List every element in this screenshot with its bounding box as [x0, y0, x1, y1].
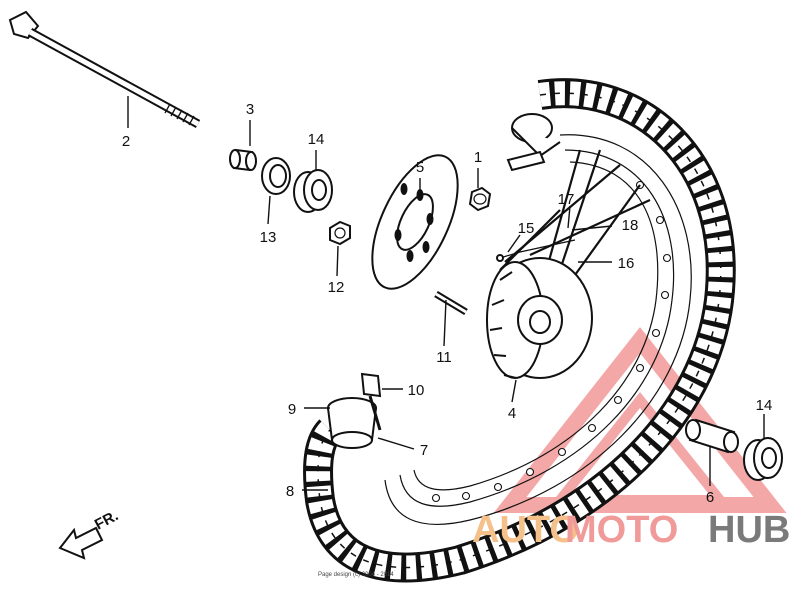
leader-lines	[127, 96, 765, 491]
callout-12: 12	[328, 279, 345, 296]
part-13-dust-seal	[261, 157, 291, 195]
part-1-nut	[468, 186, 492, 212]
part-5-brake-disc	[371, 154, 459, 290]
front-direction-arrow: FR.	[58, 507, 121, 560]
callout-labels: 1 2 3 4 5 6 7 8 9 10 11 12 13 14 14 15 1…	[122, 101, 773, 506]
part-12-nut	[329, 220, 351, 246]
callout-11: 11	[436, 349, 452, 366]
part-10-tube-valve	[360, 372, 382, 431]
callout-8: 8	[286, 483, 294, 500]
callout-6: 6	[706, 489, 714, 506]
part-11-stud-bolt	[434, 290, 468, 316]
valve-cap-top	[506, 113, 561, 172]
callout-14-right: 14	[756, 397, 773, 414]
part-2-axle	[8, 10, 201, 128]
callout-3: 3	[246, 101, 254, 118]
callout-1: 1	[474, 149, 482, 166]
callout-4: 4	[508, 405, 516, 422]
rim-spoke-holes	[431, 180, 672, 503]
part-9-rim-band	[327, 397, 377, 449]
watermark-text: AUTO MOTO HUB	[472, 509, 790, 551]
callout-9: 9	[288, 401, 296, 418]
callout-10: 10	[408, 382, 425, 399]
copyright-text: Page design (c) 2004 - 2014	[318, 572, 394, 578]
callout-18: 18	[622, 217, 639, 234]
part-6-collar	[685, 418, 739, 454]
watermark-auto: AUTO	[472, 509, 579, 551]
part-14-bearing-left	[293, 169, 333, 213]
callout-13: 13	[260, 229, 277, 246]
part-15-spoke	[496, 239, 576, 262]
callout-15: 15	[518, 220, 535, 237]
callout-7: 7	[420, 442, 428, 459]
part-14-bearing-right	[743, 437, 783, 481]
callout-14-left: 14	[308, 131, 325, 148]
part-4-hub	[486, 257, 593, 379]
callout-5: 5	[416, 159, 424, 176]
rim	[384, 134, 692, 526]
callout-16: 16	[618, 255, 635, 272]
part-3-spacer	[229, 148, 257, 172]
callout-2: 2	[122, 133, 130, 150]
watermark-hub: HUB	[708, 509, 790, 551]
callout-17: 17	[558, 191, 575, 208]
watermark-moto: MOTO	[565, 509, 678, 551]
tire	[303, 78, 736, 583]
